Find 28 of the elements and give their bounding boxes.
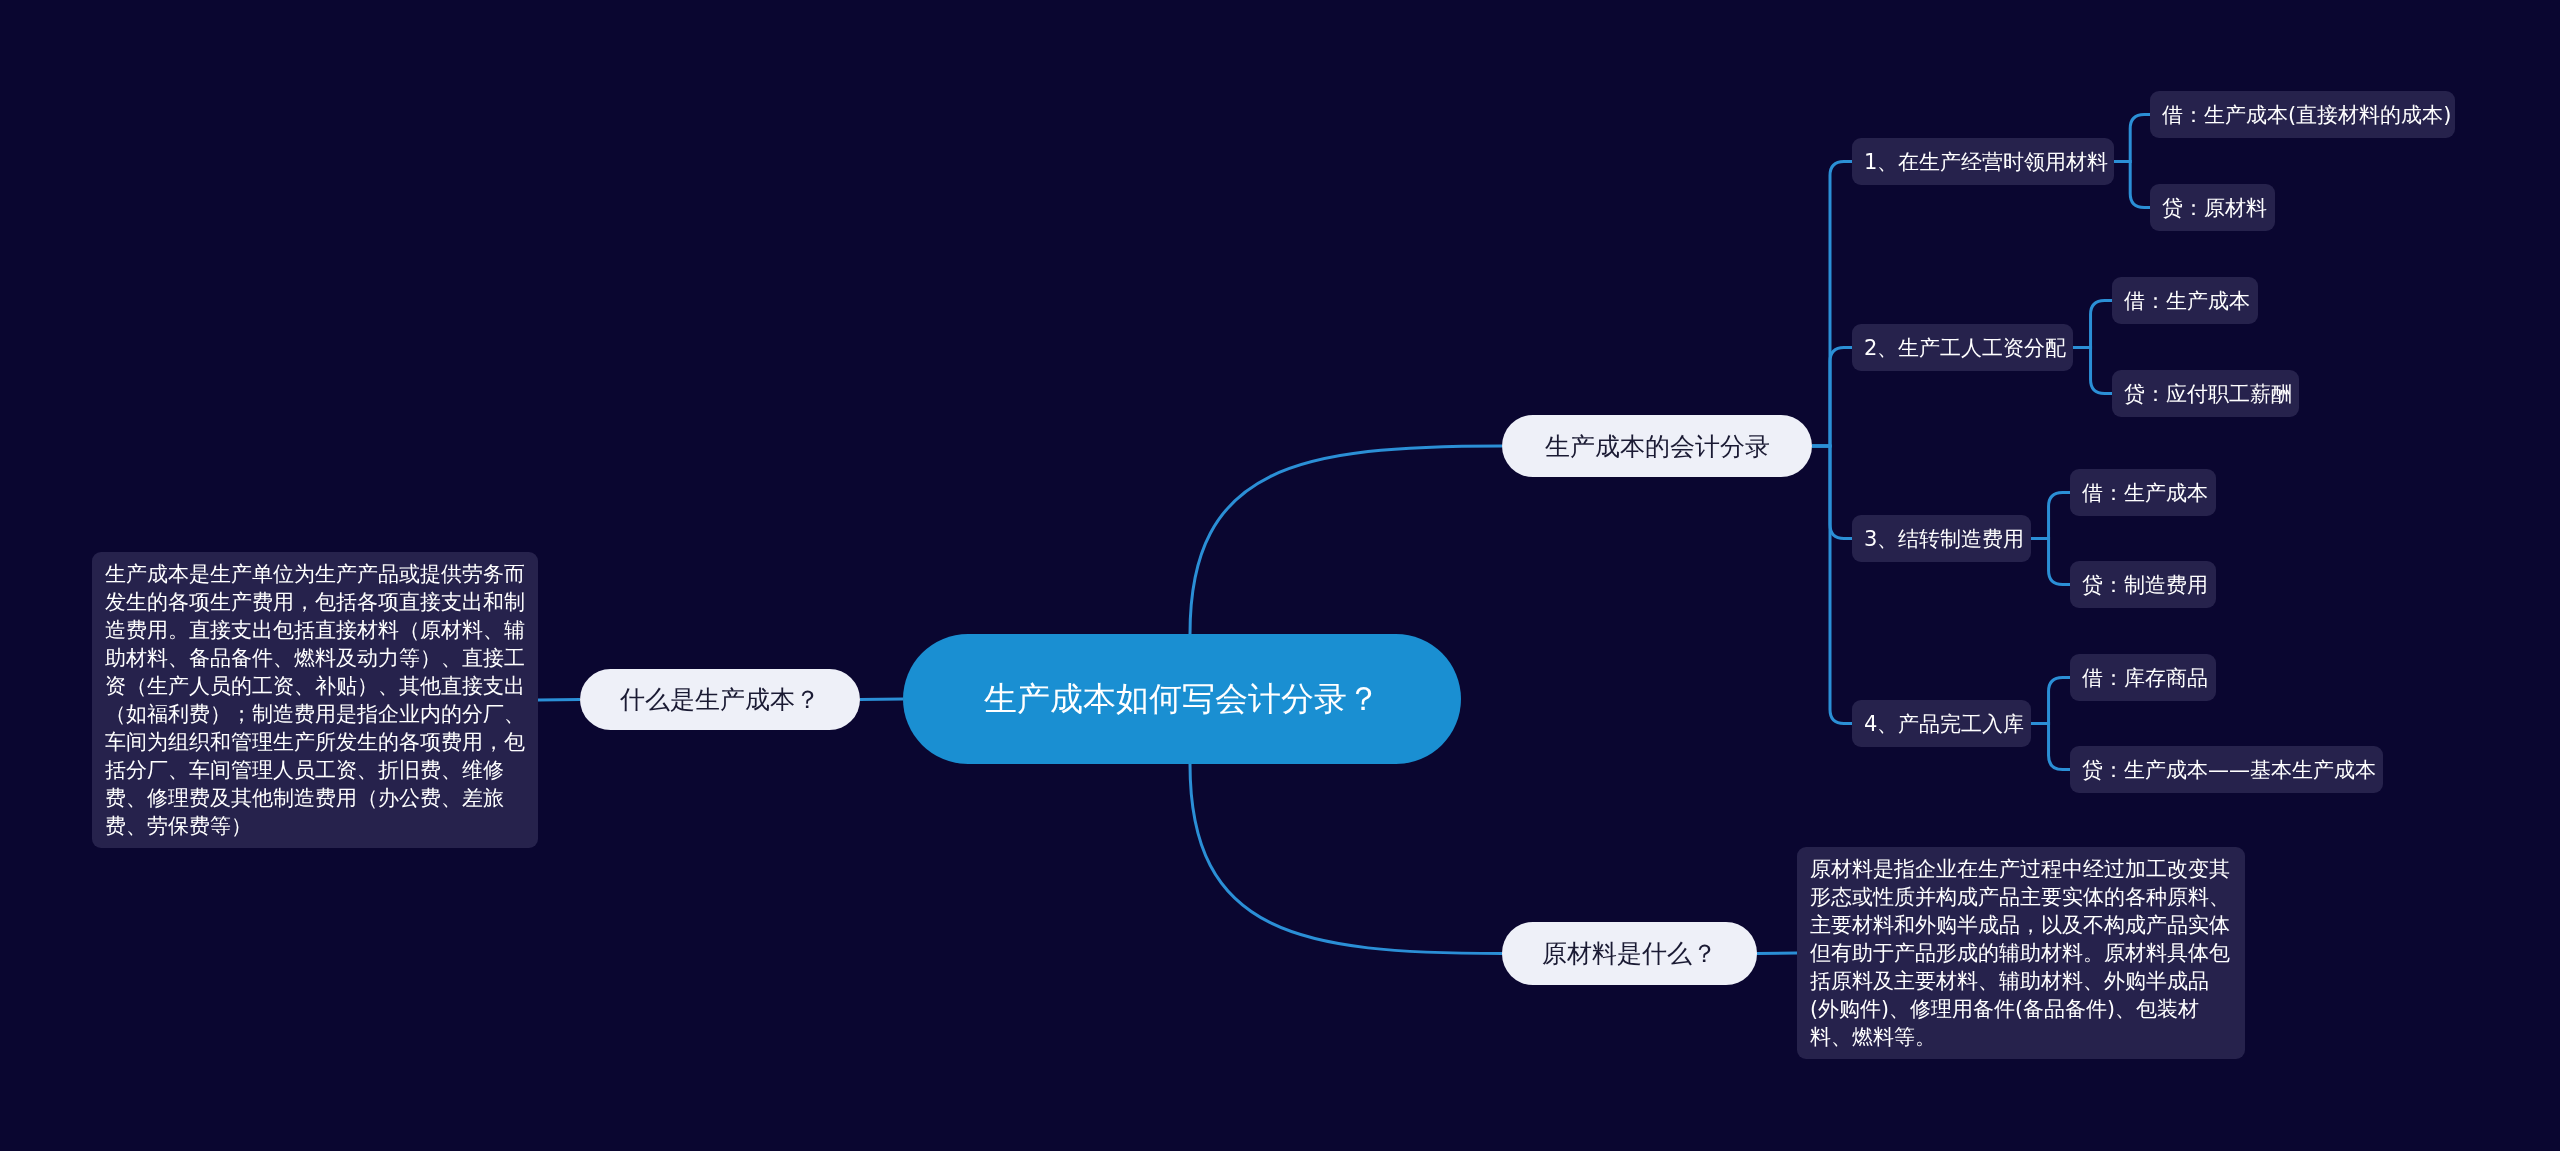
subtopic-box: 贷：生产成本——基本生产成本	[2070, 746, 2383, 793]
subtopic-box: 贷：应付职工薪酬	[2112, 370, 2299, 417]
subtopic-box: 1、在生产经营时领用材料	[1852, 138, 2114, 185]
subtopic-box: 4、产品完工入库	[1852, 700, 2031, 747]
topic-box: 原材料是什么？	[1502, 922, 1757, 985]
subtopic-box: 贷：原材料	[2150, 184, 2275, 231]
connector-line	[1812, 444, 1852, 725]
connector-line	[538, 698, 580, 702]
connector-line	[1188, 763, 1502, 955]
subtopic-box: 借：生产成本(直接材料的成本)	[2150, 91, 2455, 138]
subtopic-box: 借：库存商品	[2070, 654, 2216, 701]
subtopic-box: 2、生产工人工资分配	[1852, 324, 2073, 371]
topic-box: 生产成本的会计分录	[1502, 415, 1812, 477]
subtopic-box: 借：生产成本	[2112, 277, 2258, 324]
connector-line	[2031, 537, 2070, 586]
connector-line	[1188, 444, 1502, 635]
connector-line	[2031, 722, 2070, 771]
connector-line	[2114, 160, 2150, 209]
subtopic-box: 贷：制造费用	[2070, 561, 2216, 608]
connector-line	[2073, 346, 2112, 395]
subtopic-box: 借：生产成本	[2070, 469, 2216, 516]
subtopic-box: 3、结转制造费用	[1852, 515, 2031, 562]
central-topic: 生产成本如何写会计分录？	[903, 634, 1461, 764]
description-box: 原材料是指企业在生产过程中经过加工改变其形态或性质并构成产品主要实体的各种原料、主要材料和外购半成品，以及不构成产品实体但有助于产品形成的辅助材料。原材料具体包括原料及主要材料、辅助材料、外购半成品(外购件)、修理用备件(备品备件)、包装材料、燃料等。	[1797, 847, 2245, 1059]
description-box: 生产成本是生产单位为生产产品或提供劳务而发生的各项生产费用，包括各项直接支出和制造费用。直接支出包括直接材料（原材料、辅助材料、备品备件、燃料及动力等）、直接工资（生产人员的工资、补贴）、其他直接支出（如福利费）；制造费用是指企业内的分厂、车间为组织和管理生产所发生的各项费用，包括分厂、车间管理人员工资、折旧费、维修费、修理费及其他制造费用（办公费、差旅费、劳保费等）	[92, 552, 538, 848]
topic-box: 什么是生产成本？	[580, 669, 860, 730]
connector-line	[860, 697, 903, 701]
connector-line	[1756, 951, 1798, 955]
